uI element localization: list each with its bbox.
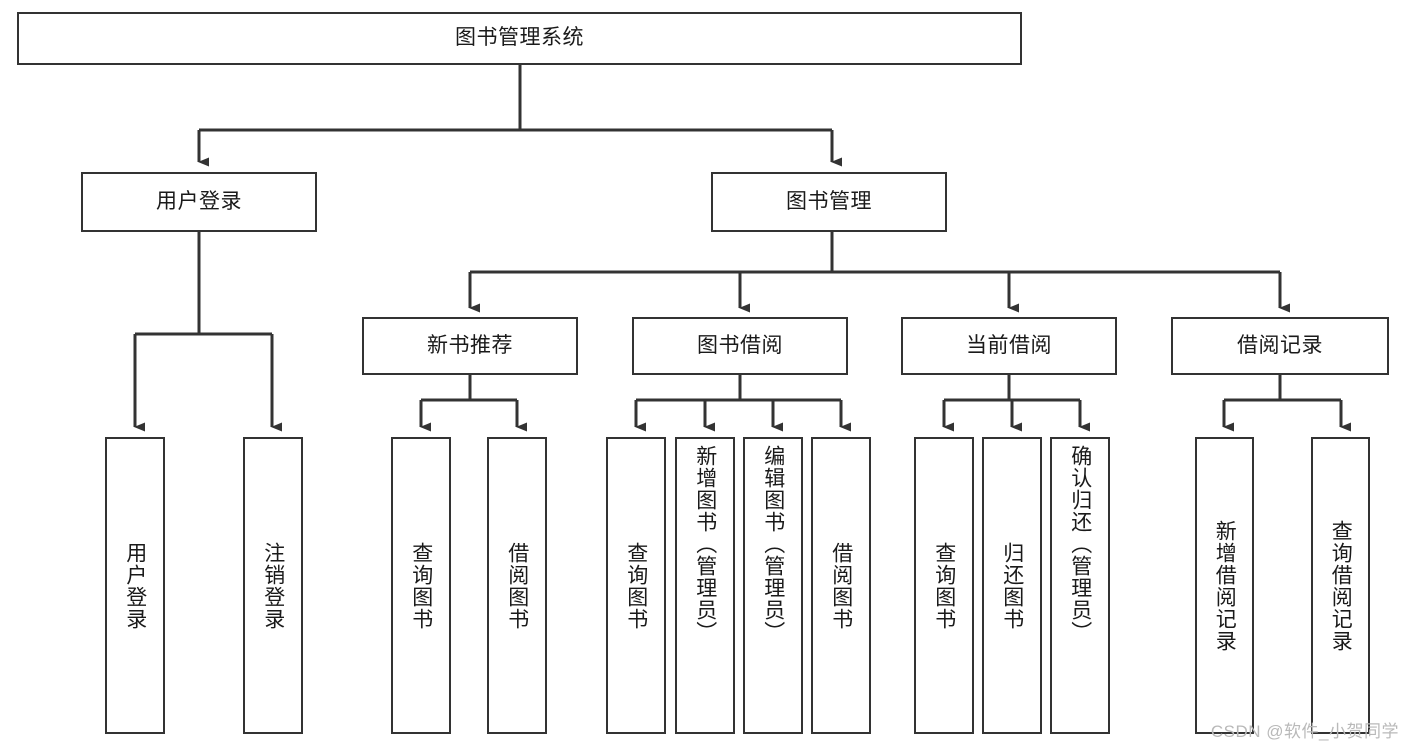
node-label-leaf-query-book-current: 查询图书: [932, 541, 956, 630]
node-current-borrow[interactable]: 当前借阅: [901, 317, 1117, 375]
node-borrow-records[interactable]: 借阅记录: [1171, 317, 1389, 375]
node-label-leaf-return-book: 归还图书: [1000, 541, 1024, 630]
node-label-book-management: 图书管理: [786, 189, 872, 213]
node-label-leaf-borrow-book-recommend: 借阅图书: [505, 541, 529, 630]
node-leaf-query-book-recommend[interactable]: 查询图书: [391, 437, 451, 734]
node-label-borrow-records: 借阅记录: [1237, 333, 1323, 357]
node-label-leaf-user-login: 用户登录: [123, 541, 147, 630]
node-leaf-add-book-admin[interactable]: 新增图书（管理员）: [675, 437, 735, 734]
node-leaf-add-borrow-record[interactable]: 新增借阅记录: [1195, 437, 1254, 734]
node-label-leaf-edit-book-admin: 编辑图书（管理员）: [761, 445, 785, 643]
node-book-borrow[interactable]: 图书借阅: [632, 317, 848, 375]
node-leaf-edit-book-admin[interactable]: 编辑图书（管理员）: [743, 437, 803, 734]
node-leaf-query-book-current[interactable]: 查询图书: [914, 437, 974, 734]
node-user-login[interactable]: 用户登录: [81, 172, 317, 232]
node-label-new-book-recommend: 新书推荐: [427, 333, 513, 357]
node-leaf-query-borrow-record[interactable]: 查询借阅记录: [1311, 437, 1370, 734]
node-root-book-management-system[interactable]: 图书管理系统: [17, 12, 1022, 65]
node-leaf-logout[interactable]: 注销登录: [243, 437, 303, 734]
node-leaf-confirm-return-admin[interactable]: 确认归还（管理员）: [1050, 437, 1110, 734]
node-new-book-recommend[interactable]: 新书推荐: [362, 317, 578, 375]
node-label-current-borrow: 当前借阅: [966, 333, 1052, 357]
node-label-leaf-query-borrow-record: 查询借阅记录: [1329, 519, 1353, 652]
node-label-leaf-confirm-return-admin: 确认归还（管理员）: [1068, 445, 1092, 643]
node-label-root: 图书管理系统: [455, 26, 584, 50]
node-label-leaf-borrow-book: 借阅图书: [829, 541, 853, 630]
node-label-leaf-query-book-borrow: 查询图书: [624, 541, 648, 630]
node-leaf-return-book[interactable]: 归还图书: [982, 437, 1042, 734]
node-label-user-login: 用户登录: [156, 189, 242, 213]
node-book-management[interactable]: 图书管理: [711, 172, 947, 232]
node-leaf-user-login[interactable]: 用户登录: [105, 437, 165, 734]
node-leaf-borrow-book-recommend[interactable]: 借阅图书: [487, 437, 547, 734]
node-leaf-query-book-borrow[interactable]: 查询图书: [606, 437, 666, 734]
node-label-book-borrow: 图书借阅: [697, 333, 783, 357]
node-label-leaf-logout: 注销登录: [261, 541, 285, 630]
node-label-leaf-add-borrow-record: 新增借阅记录: [1213, 519, 1237, 652]
node-label-leaf-add-book-admin: 新增图书（管理员）: [693, 445, 717, 643]
node-leaf-borrow-book[interactable]: 借阅图书: [811, 437, 871, 734]
node-label-leaf-query-book-recommend: 查询图书: [409, 541, 433, 630]
